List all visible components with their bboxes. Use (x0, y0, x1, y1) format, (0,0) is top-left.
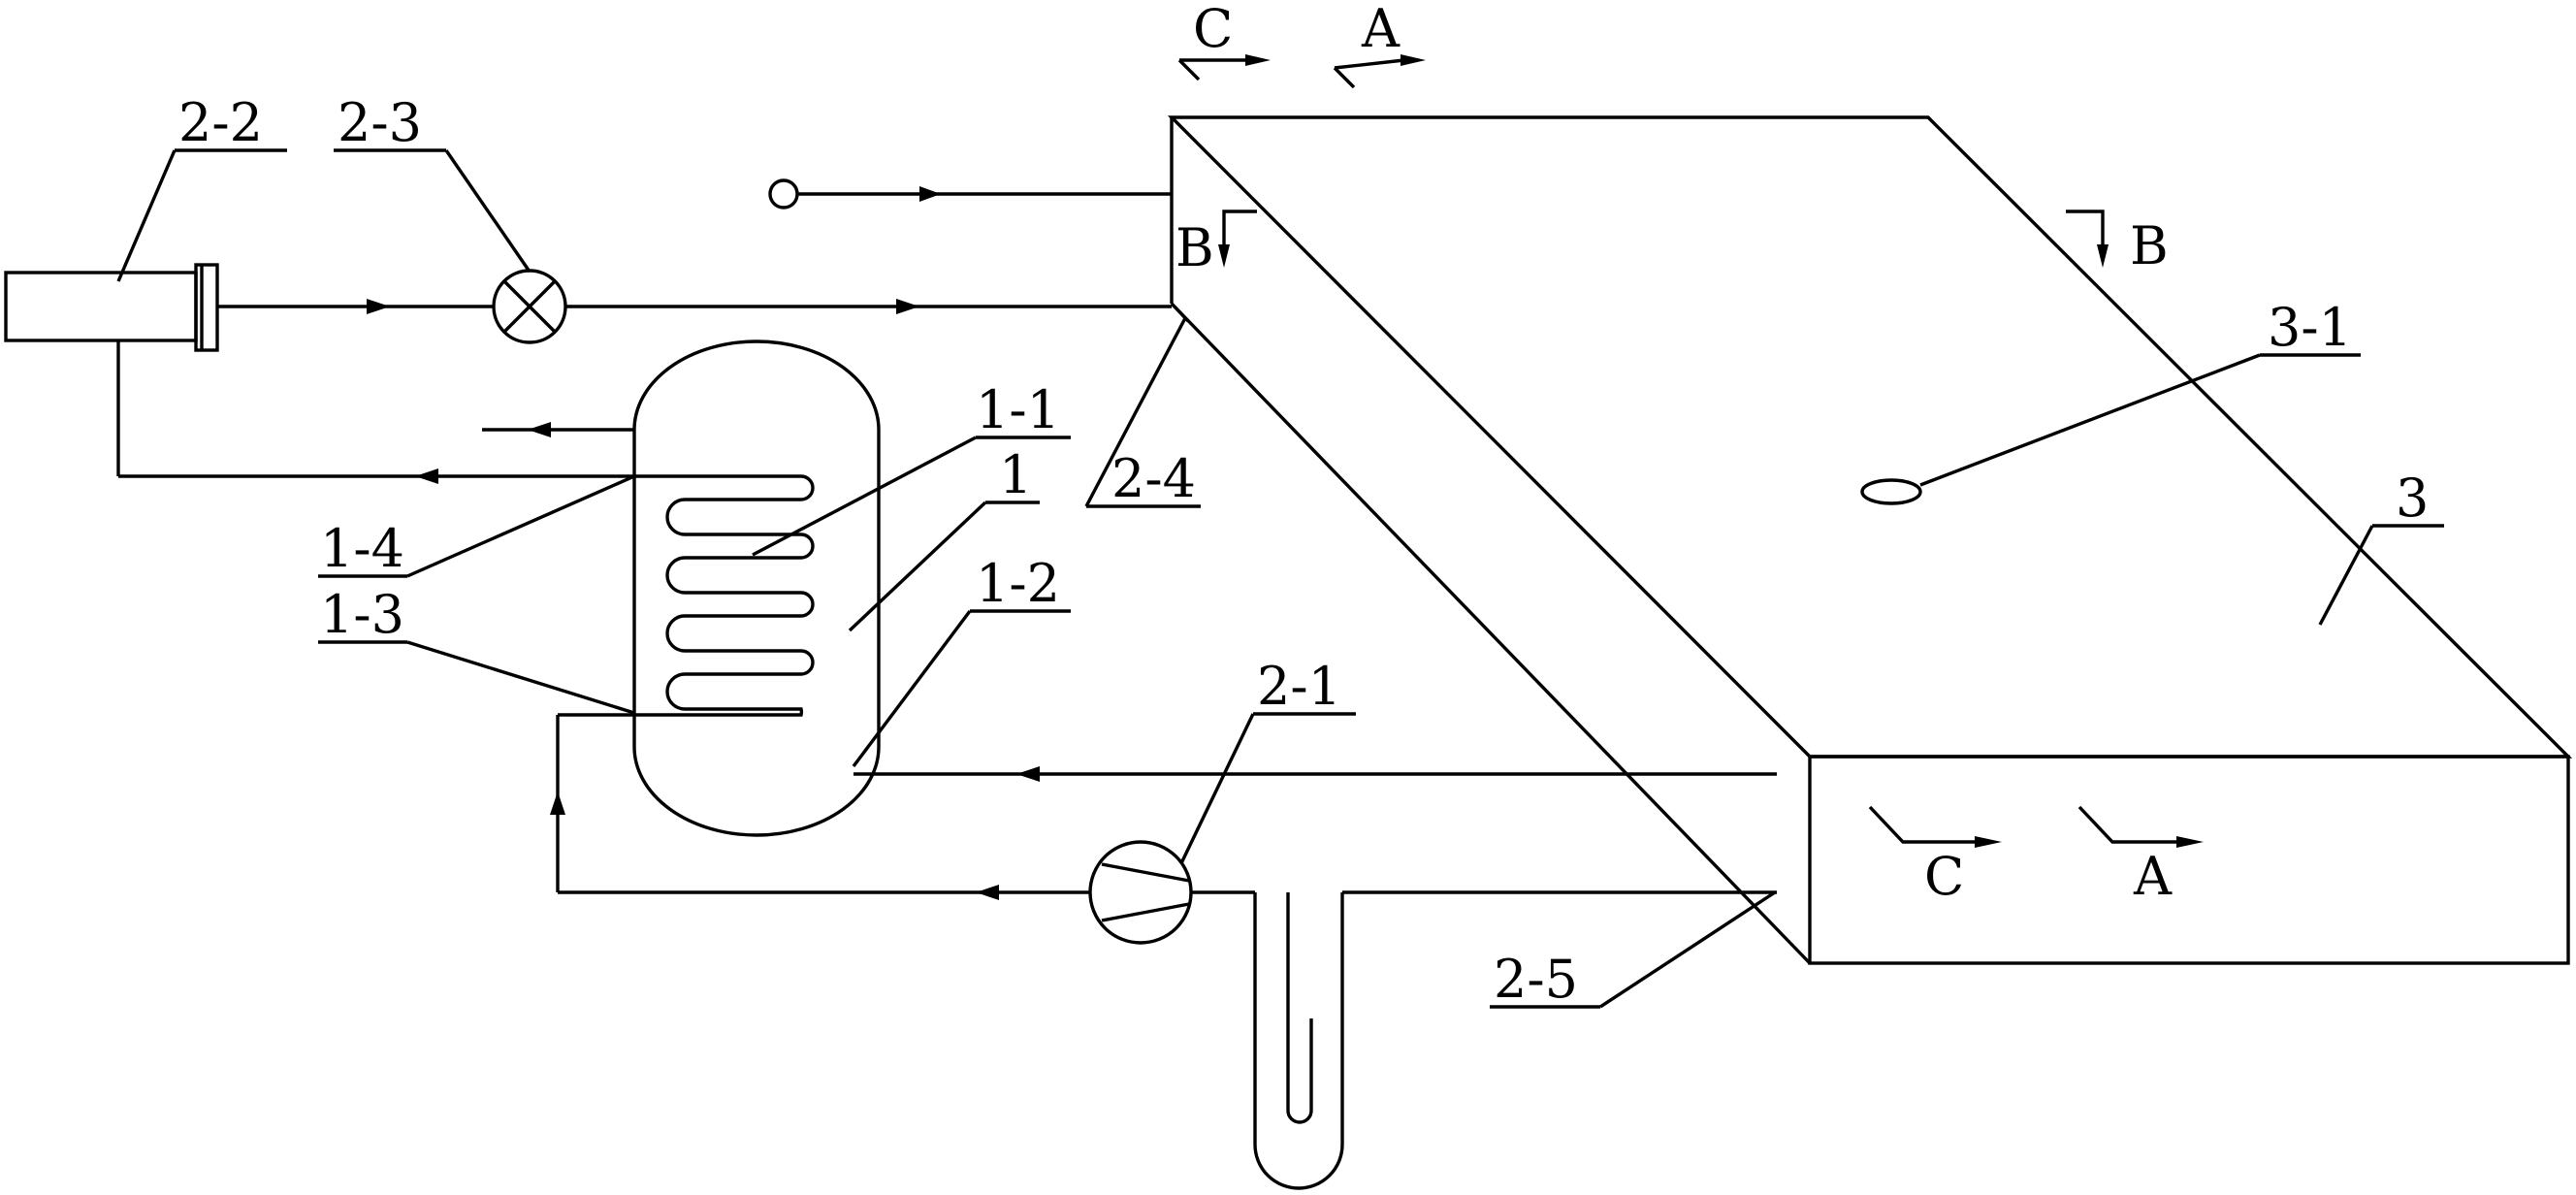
label-1-4: 1-4 (320, 518, 404, 579)
flow-arrows (367, 186, 1040, 900)
leader-2-1 (1179, 713, 1255, 864)
leader-3 (2318, 525, 2374, 626)
leader-1-1 (752, 436, 977, 557)
section-a-bottom-line (2077, 805, 2180, 844)
u-tube-outer (1253, 892, 1344, 1190)
leader-2-5 (1599, 890, 1776, 1009)
tank-body (632, 339, 881, 837)
slab-box (1167, 115, 2573, 965)
leader-1-3 (406, 640, 635, 715)
coil-1-1 (634, 474, 815, 717)
arrow-riser (550, 791, 565, 815)
section-b-left-arrow (1218, 244, 1230, 268)
leader-2-4 (1084, 317, 1187, 507)
pump-2-1 (1088, 840, 1193, 945)
pipes (116, 178, 1777, 894)
u-tube-inner (1286, 892, 1313, 1124)
section-b-left-label: B (1175, 217, 1214, 278)
arrow-tank-valve (367, 299, 390, 314)
inlet-port (768, 178, 799, 210)
label-2-3: 2-3 (338, 92, 422, 153)
arrow-return-1-4 (415, 468, 438, 484)
section-a-top-label: A (1361, 0, 1401, 59)
pump-blade-b (1101, 902, 1190, 922)
section-c-bottom-line (1868, 805, 1979, 844)
leader-2-2 (116, 149, 177, 282)
arrow-hot-outlet (528, 422, 551, 437)
section-b-right-line (2066, 210, 2105, 248)
label-2-5: 2-5 (1494, 949, 1578, 1010)
section-c-bottom-arrow (1975, 836, 2002, 848)
slab-hidden-diagonal (1170, 302, 1812, 965)
arrow-1-2 (1016, 766, 1040, 782)
leader-3-1 (1919, 353, 2261, 487)
arrow-pump-left (976, 885, 999, 900)
section-b-right-arrow (2097, 244, 2109, 268)
section-b-right-label: B (2130, 215, 2169, 276)
hole-3-1 (1860, 478, 1922, 505)
arrow-top-feed (919, 186, 941, 202)
label-1-2: 1-2 (976, 553, 1060, 614)
valve-cross-b (502, 279, 557, 334)
section-a-top-arrow (1401, 54, 1426, 66)
section-a-top-arrow-shaft (1334, 58, 1405, 70)
label-3-1: 3-1 (2268, 297, 2352, 358)
reference-labels: 2-2 2-3 1-1 1 2-4 1-4 1-3 1-2 2-1 (116, 92, 2444, 1010)
section-c-top-arrow (1245, 54, 1271, 66)
section-c-top-label: C (1193, 0, 1233, 59)
label-3: 3 (2396, 468, 2429, 529)
heat-exchanger-tank (632, 339, 881, 837)
label-1-1: 1-1 (976, 379, 1060, 440)
arrow-valve-nozzle (896, 299, 919, 314)
label-2-2: 2-2 (178, 92, 263, 153)
leader-1-2 (852, 609, 972, 768)
section-marks: C A B B C A (1175, 0, 2204, 907)
section-a-bottom-label: A (2133, 846, 2173, 907)
label-1-3: 1-3 (320, 584, 404, 645)
slab-front-face (1808, 755, 2570, 965)
section-b-left-line (1222, 210, 1257, 248)
storage-tank-2-2 (4, 263, 219, 352)
tank-2-2-body (4, 271, 198, 342)
valve-2-3 (492, 269, 567, 344)
label-1: 1 (999, 444, 1032, 505)
leader-1-4 (406, 474, 635, 578)
label-2-4: 2-4 (1111, 448, 1196, 509)
slab-top-face (1167, 115, 2573, 759)
nozzle-2-4-tip (1170, 302, 1190, 323)
label-2-1: 2-1 (1257, 656, 1341, 717)
u-tube-gauge (1253, 892, 1344, 1190)
section-a-top-line (1333, 66, 1356, 89)
tank-2-2-cap (194, 263, 219, 352)
leader-1 (848, 501, 987, 632)
pump-blade-a (1101, 862, 1190, 883)
leader-2-3 (444, 149, 531, 273)
pump-circle (1088, 840, 1193, 945)
section-a-bottom-arrow (2176, 836, 2204, 848)
section-c-top-line (1177, 58, 1201, 81)
section-c-bottom-label: C (1924, 846, 1964, 907)
